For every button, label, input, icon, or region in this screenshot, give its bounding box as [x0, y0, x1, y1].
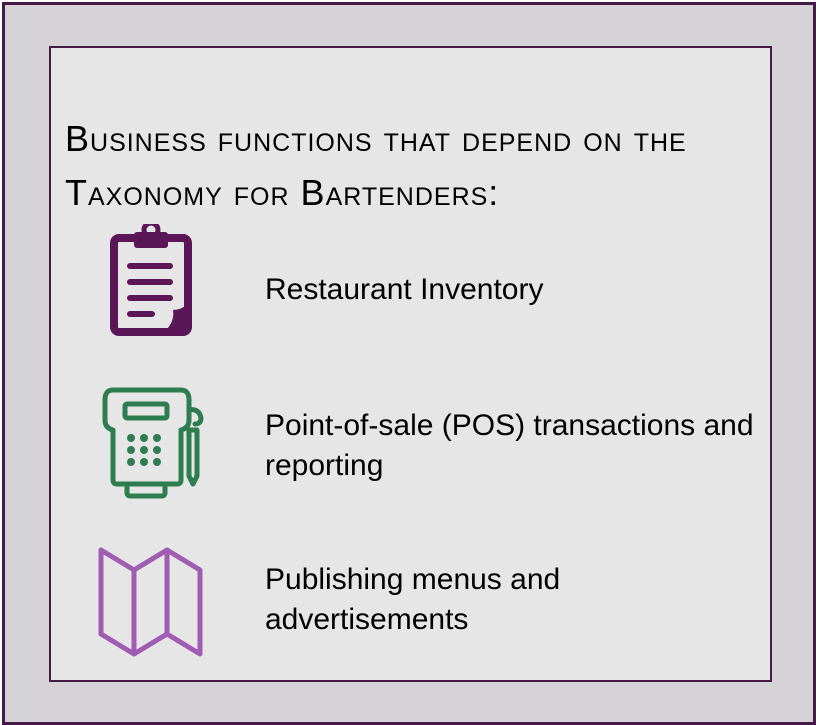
function-item-publishing: Publishing menus and advertisements: [91, 542, 761, 662]
clipboard-icon: [110, 224, 192, 336]
content-panel: Business functions that depend on the Ta…: [49, 46, 772, 682]
folded-map-icon: [98, 547, 203, 657]
function-label-pos: Point-of-sale (POS) transactions and rep…: [265, 409, 754, 482]
function-item-pos: Point-of-sale (POS) transactions and rep…: [91, 384, 761, 504]
heading: Business functions that depend on the Ta…: [65, 118, 687, 213]
function-label-inventory: Restaurant Inventory: [265, 273, 544, 306]
function-label-publishing: Publishing menus and advertisements: [265, 563, 561, 636]
card-terminal-icon: [102, 387, 204, 499]
function-item-inventory: Restaurant Inventory: [91, 224, 761, 344]
